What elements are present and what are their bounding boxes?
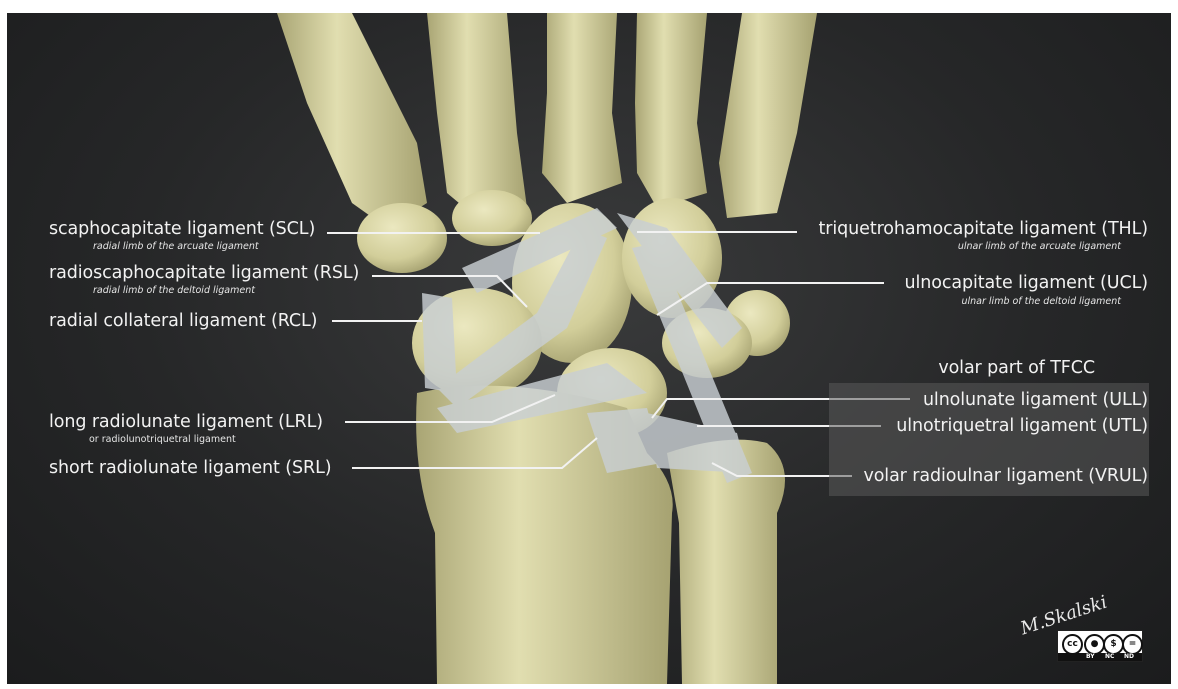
note-rsl: radial limb of the deltoid ligament bbox=[93, 285, 255, 296]
license-tag-nd: ND bbox=[1124, 653, 1134, 660]
metacarpal-middle bbox=[542, 13, 622, 203]
label-ull: ulnolunate ligament (ULL) bbox=[923, 390, 1148, 410]
note-thl: ulnar limb of the arcuate ligament bbox=[958, 241, 1121, 252]
nd-icon: = bbox=[1122, 634, 1143, 655]
creative-commons-badge[interactable]: cc ● $ = BY NC ND bbox=[1057, 630, 1143, 662]
label-utl: ulnotriquetral ligament (UTL) bbox=[896, 416, 1148, 436]
nc-icon: $ bbox=[1103, 634, 1124, 655]
label-scl: scaphocapitate ligament (SCL) bbox=[49, 219, 315, 239]
metacarpal-ring bbox=[635, 13, 707, 208]
label-rcl: radial collateral ligament (RCL) bbox=[49, 311, 317, 331]
label-rsl: radioscaphocapitate ligament (RSL) bbox=[49, 263, 359, 283]
note-scl: radial limb of the arcuate ligament bbox=[93, 241, 259, 252]
metacarpal-bones bbox=[277, 13, 817, 228]
license-tag-by: BY bbox=[1086, 653, 1095, 660]
ligament-band-ull bbox=[647, 413, 747, 473]
cc-icon: cc bbox=[1062, 634, 1083, 655]
metacarpal-thumb bbox=[277, 13, 427, 228]
note-lrl: or radiolunotriquetral ligament bbox=[89, 434, 236, 445]
label-thl: triquetrohamocapitate ligament (THL) bbox=[819, 219, 1148, 239]
trapezoid bbox=[452, 190, 532, 246]
label-vrul: volar radioulnar ligament (VRUL) bbox=[863, 466, 1148, 486]
label-lrl: long radiolunate ligament (LRL) bbox=[49, 412, 323, 432]
tfcc-heading: volar part of TFCC bbox=[938, 358, 1095, 378]
metacarpal-index bbox=[427, 13, 527, 218]
label-ucl: ulnocapitate ligament (UCL) bbox=[905, 273, 1148, 293]
note-ucl: ulnar limb of the deltoid ligament bbox=[961, 296, 1121, 307]
license-tag-nc: NC bbox=[1105, 653, 1114, 660]
by-icon: ● bbox=[1084, 634, 1105, 655]
metacarpal-little bbox=[719, 13, 817, 218]
label-srl: short radiolunate ligament (SRL) bbox=[49, 458, 331, 478]
trapezium bbox=[357, 203, 447, 273]
wrist-anatomy-drawing bbox=[7, 13, 1171, 684]
wrist-illustration: scaphocapitate ligament (SCL) radial lim… bbox=[7, 13, 1171, 684]
